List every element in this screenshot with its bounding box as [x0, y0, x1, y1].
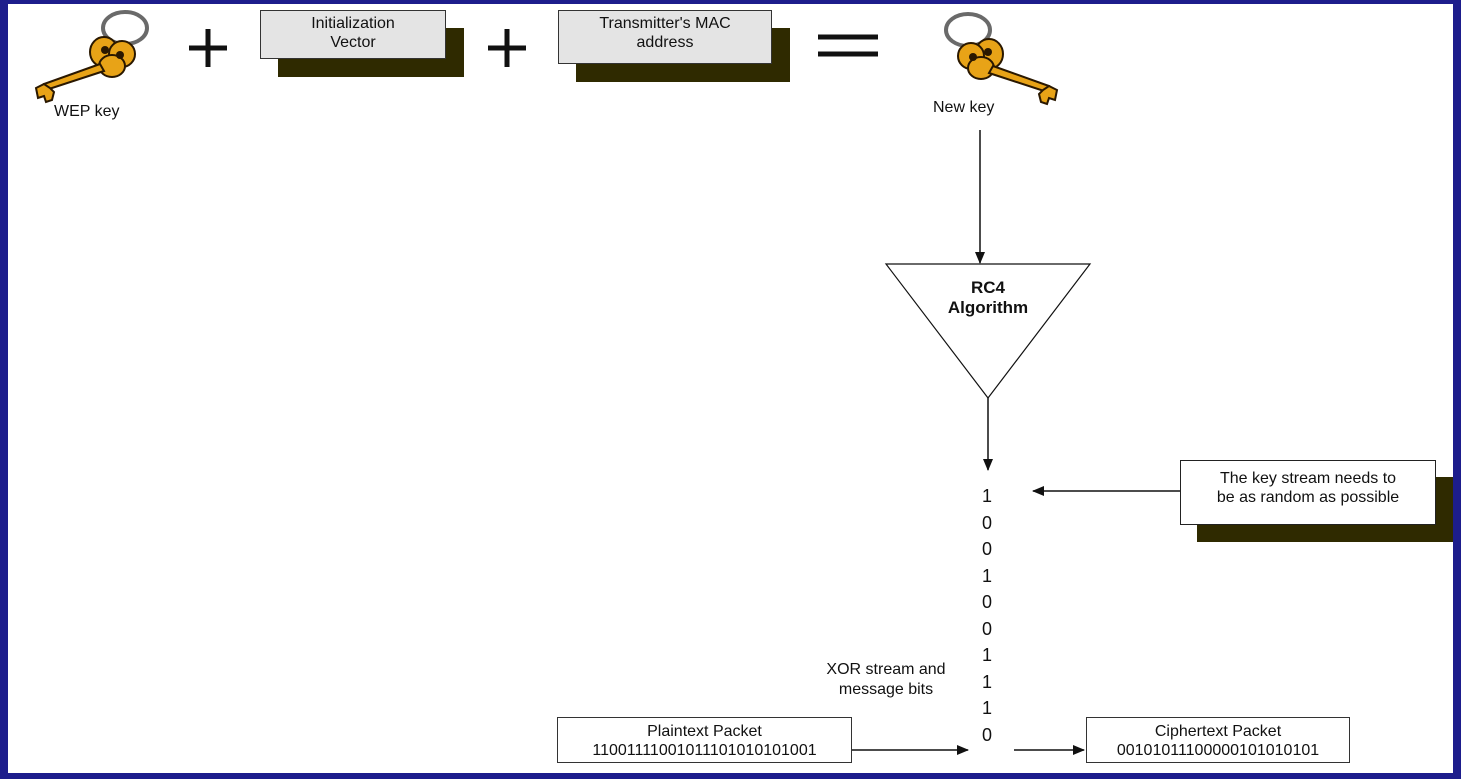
wep-key-icon [34, 10, 149, 104]
mac-label-line2: address [636, 34, 694, 51]
note-line2: be as random as possible [1216, 489, 1400, 506]
rc4-label: RC4 Algorithm [928, 278, 1048, 318]
ciphertext-bits: 00101011100000101010101 [1116, 742, 1320, 759]
rc4-triangle [884, 263, 1092, 399]
ciphertext-title: Ciphertext Packet [1154, 723, 1282, 740]
xor-label-line1: XOR stream and [826, 661, 946, 678]
keystream-bit: 1 [981, 671, 992, 692]
rc4-label-line1: RC4 [970, 278, 1005, 297]
iv-label-line2: Vector [330, 34, 376, 51]
keystream-bit: 1 [981, 698, 992, 718]
plaintext-packet-box: Plaintext Packet 11001111001011101010101… [557, 717, 852, 763]
ciphertext-packet-box: Ciphertext Packet 0010101110000010101010… [1086, 717, 1350, 763]
mac-label-line1: Transmitter's MAC [599, 15, 731, 32]
new-key-icon [944, 12, 1059, 106]
note-box: The key stream needs to be as random as … [1180, 460, 1436, 525]
plus-sign-2 [488, 29, 526, 67]
keystream-bits: 1 0 0 1 0 0 1 1 1 0 [977, 483, 997, 748]
plaintext-bits: 11001111001011101010101001 [592, 742, 817, 759]
wep-key-label: WEP key [54, 103, 120, 120]
keystream-bit: 0 [981, 592, 992, 612]
xor-label-line2: message bits [838, 681, 934, 698]
xor-label: XOR stream and message bits [806, 660, 966, 700]
rc4-label-line2: Algorithm [947, 298, 1029, 317]
keystream-bit: 1 [981, 565, 992, 586]
keystream-bit: 1 [981, 645, 992, 665]
plus-sign-1 [189, 29, 227, 67]
plaintext-title: Plaintext Packet [647, 723, 762, 740]
new-key-label: New key [933, 99, 995, 116]
note-line1: The key stream needs to [1219, 470, 1397, 487]
keystream-bit: 0 [981, 512, 992, 533]
iv-box: Initialization Vector [260, 10, 446, 59]
keystream-bit: 0 [981, 539, 992, 559]
keystream-bit: 1 [981, 486, 992, 506]
iv-label-line1: Initialization [311, 15, 395, 32]
mac-box: Transmitter's MAC address [558, 10, 772, 64]
equals-sign [818, 34, 878, 57]
keystream-bit: 0 [981, 618, 992, 639]
keystream-bit: 0 [981, 724, 992, 745]
